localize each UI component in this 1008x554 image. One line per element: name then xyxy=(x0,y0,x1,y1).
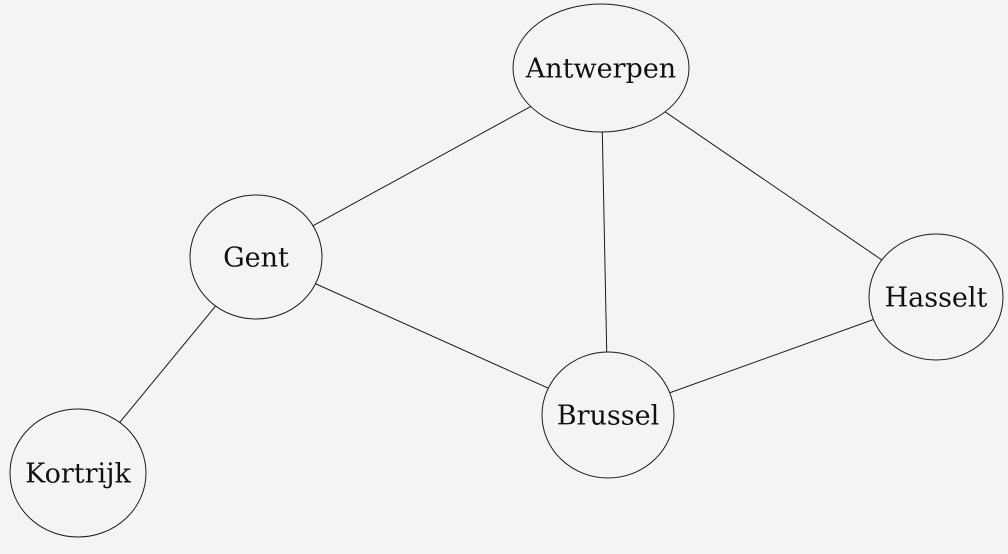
node-ellipse-brussel xyxy=(541,351,675,479)
node-ellipse-hasselt xyxy=(868,233,1004,361)
node-label-brussel: Brussel xyxy=(557,400,659,431)
node-label-antwerpen: Antwerpen xyxy=(525,53,676,84)
node-ellipse-kortrijk xyxy=(9,408,147,538)
node-brussel: Brussel xyxy=(541,351,675,479)
node-ellipse-antwerpen xyxy=(512,3,690,133)
node-label-gent: Gent xyxy=(223,242,289,273)
node-antwerpen: Antwerpen xyxy=(512,3,690,133)
node-hasselt: Hasselt xyxy=(868,233,1004,361)
node-kortrijk: Kortrijk xyxy=(9,408,147,538)
node-ellipse-gent xyxy=(189,194,323,320)
node-gent: Gent xyxy=(189,194,323,320)
node-label-hasselt: Hasselt xyxy=(885,282,988,313)
node-label-kortrijk: Kortrijk xyxy=(25,458,131,489)
